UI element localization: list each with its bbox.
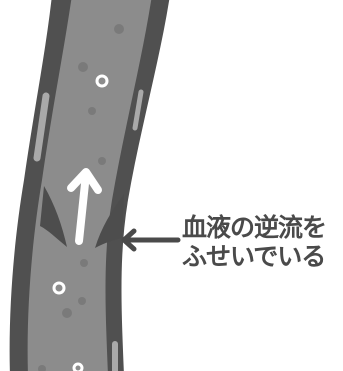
pointer-arrow bbox=[121, 228, 181, 252]
blood-cell bbox=[62, 308, 72, 318]
valve-flap-left bbox=[40, 186, 67, 247]
wall-highlight-left bbox=[33, 92, 50, 162]
blood-cell-ringed bbox=[52, 281, 66, 295]
valve-annotation: 血液の逆流を ふせいでいる bbox=[182, 213, 342, 271]
blood-cells bbox=[38, 24, 124, 371]
blood-cell bbox=[78, 297, 86, 305]
vein-lumen bbox=[27, 0, 152, 371]
blood-cell bbox=[78, 62, 88, 72]
annotation-line-1: 血液の逆流を bbox=[182, 213, 327, 242]
blood-cell-ringed bbox=[95, 74, 109, 88]
blood-cell bbox=[38, 365, 46, 371]
blood-cell bbox=[98, 157, 106, 165]
blood-cell-ringed bbox=[72, 362, 84, 371]
flow-arrow bbox=[67, 168, 102, 245]
wall-highlight-right bbox=[132, 89, 144, 131]
blood-cells-ringed bbox=[52, 74, 109, 371]
valve-flap-right bbox=[95, 194, 124, 248]
annotation-line-2: ふせいでいる bbox=[182, 242, 326, 271]
blood-cell bbox=[114, 24, 124, 34]
blood-cell bbox=[80, 259, 88, 267]
blood-cell bbox=[88, 107, 96, 115]
